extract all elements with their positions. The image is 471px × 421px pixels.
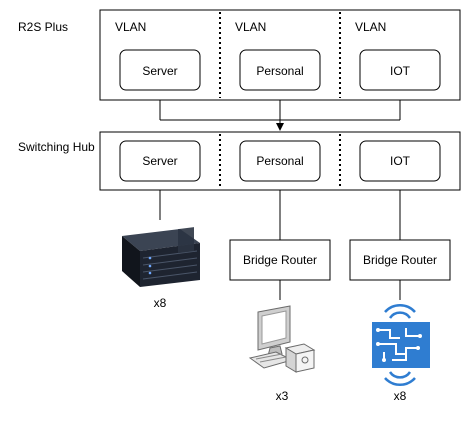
server-count: x8 (154, 296, 167, 310)
bridge-router-label: Bridge Router (243, 253, 317, 267)
vlan-header-3: VLAN (355, 20, 386, 34)
r2s-personal-label: Personal (256, 64, 303, 78)
hub-iot-label: IOT (390, 154, 411, 168)
hub-iot-box (359, 140, 441, 182)
iot-count: x8 (394, 389, 407, 403)
r2s-iot-box (359, 49, 441, 91)
vlan-header-2: VLAN (235, 20, 266, 34)
bridge-router-box-iot (349, 239, 451, 281)
desktop-count: x3 (276, 389, 289, 403)
r2s-server-box (119, 49, 201, 91)
server-rack-icon (122, 227, 200, 287)
desktop-computer-icon (248, 305, 316, 373)
r2s-iot-label: IOT (390, 64, 411, 78)
iot-chip-icon (372, 303, 430, 387)
r2s-personal-box (239, 49, 321, 91)
r2s-server-label: Server (142, 64, 177, 78)
vlan-header-1: VLAN (115, 20, 146, 34)
r2s-title: R2S Plus (18, 20, 68, 34)
bridge-router-label: Bridge Router (363, 253, 437, 267)
hub-personal-label: Personal (256, 154, 303, 168)
bridge-router-box-personal (229, 239, 331, 281)
hub-personal-box (239, 140, 321, 182)
hub-server-label: Server (142, 154, 177, 168)
hub-title: Switching Hub (18, 140, 95, 154)
hub-server-box (119, 140, 201, 182)
